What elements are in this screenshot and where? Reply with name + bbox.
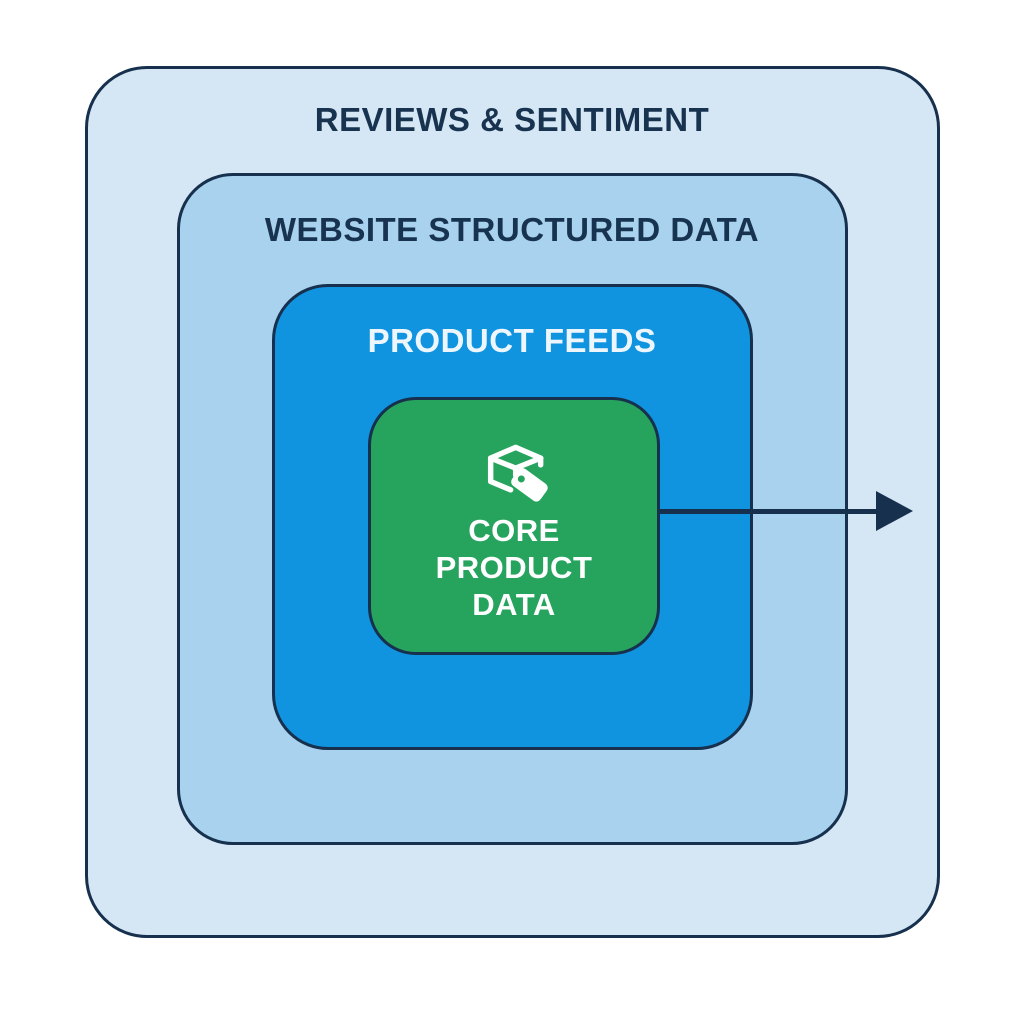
package-tag-icon [487, 444, 548, 502]
core-data-arrow-head [876, 491, 913, 531]
layer-core-product-data: CORE PRODUCT DATA [368, 397, 660, 655]
website-structured-data-label: WEBSITE STRUCTURED DATA [264, 211, 760, 248]
reviews-sentiment-label: REVIEWS & SENTIMENT [314, 101, 710, 138]
product-feeds-label: PRODUCT FEEDS [367, 322, 657, 359]
core-data-arrow-line [659, 509, 881, 514]
tag-hole [517, 475, 525, 483]
core-product-data-label: CORE PRODUCT DATA [435, 513, 593, 622]
